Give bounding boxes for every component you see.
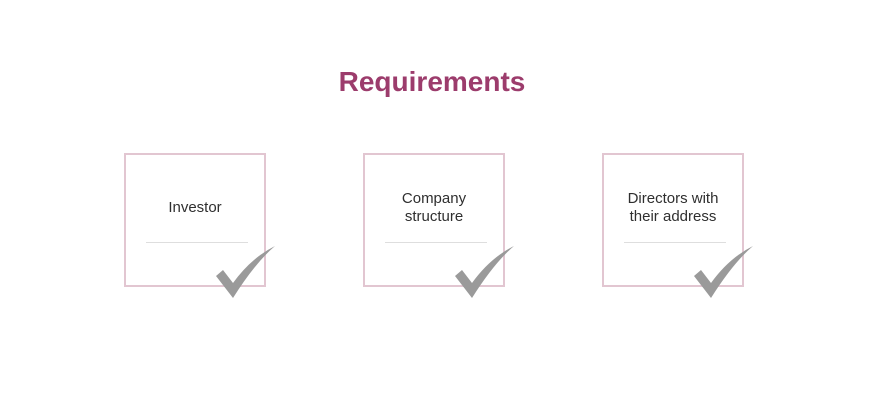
requirement-card-investor: Investor <box>124 153 266 287</box>
card-label: Investor <box>168 199 222 216</box>
card-divider <box>624 242 726 243</box>
checkmark-icon <box>694 246 753 298</box>
checkmark-icon <box>455 246 514 298</box>
card-label: Directors with their address <box>627 190 719 225</box>
requirement-card-company-structure: Company structure <box>363 153 505 287</box>
card-divider <box>146 242 248 243</box>
card-divider <box>385 242 487 243</box>
checkmark-icon <box>216 246 275 298</box>
requirement-card-directors: Directors with their address <box>602 153 744 287</box>
page-title: Requirements <box>338 66 526 97</box>
card-label: Company structure <box>401 190 467 225</box>
